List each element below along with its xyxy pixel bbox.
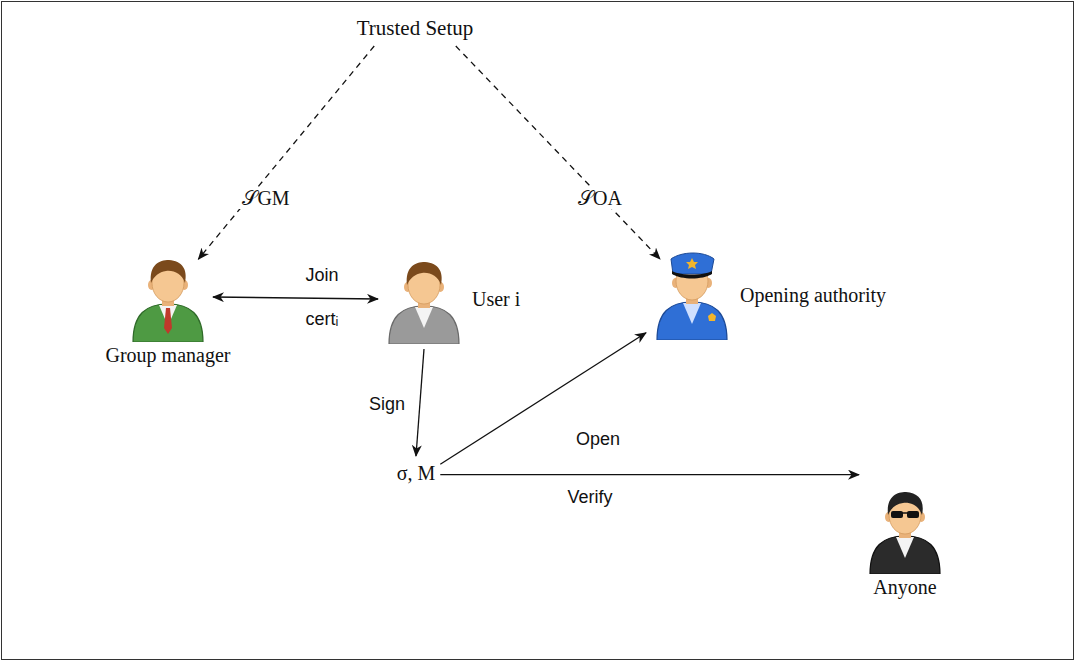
node-label: Group manager: [106, 344, 231, 367]
person-node: Anyone: [865, 484, 945, 599]
node-label: Trusted Setup: [357, 16, 474, 41]
edge-label: Verify: [564, 488, 615, 508]
person-node: User i: [384, 254, 520, 344]
connector-arrow: [440, 333, 646, 465]
person-icon: [865, 484, 945, 574]
edge-label: Open: [573, 430, 623, 450]
text-node: σ, M: [397, 462, 436, 485]
person-icon: [128, 252, 208, 342]
edge-label: 𝒮GM: [239, 187, 292, 209]
node-label: Anyone: [873, 576, 936, 599]
edge-label: certᵢ: [303, 310, 342, 330]
node-label: σ, M: [397, 462, 436, 485]
person-icon: [652, 250, 732, 340]
connector-arrow: [440, 474, 859, 475]
edge-label: Join: [302, 266, 341, 286]
edge-label: 𝒮OA: [575, 187, 625, 209]
person-node: Group manager: [106, 252, 231, 367]
person-icon: [384, 254, 464, 344]
person-node: Opening authority: [652, 250, 886, 340]
text-node: Trusted Setup: [357, 16, 474, 41]
edge-label: Sign: [366, 395, 408, 415]
connector-arrow: [198, 46, 374, 259]
connector-arrow: [456, 46, 660, 259]
connector-arrow: [416, 349, 424, 456]
node-label: Opening authority: [740, 284, 886, 307]
connector-arrow: [213, 297, 378, 299]
node-label: User i: [472, 288, 520, 311]
